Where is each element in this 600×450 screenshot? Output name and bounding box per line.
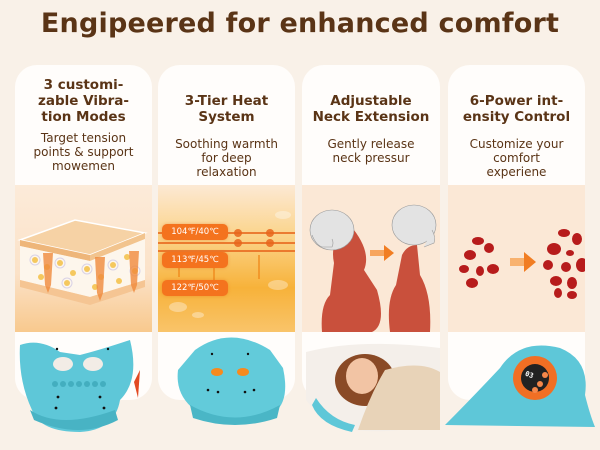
feature-card-heat: 3-Tier Heat System Soothing warmth for d… <box>158 65 295 400</box>
heated-tissue-illustration: 104℉/40℃ 113℉/45℃ 122℉/50℃ <box>158 185 295 332</box>
card-title: Adjustable Neck Extension <box>312 93 430 125</box>
card-header: 3 customi- zable Vibra- tion Modes Targe… <box>15 65 152 185</box>
skin-layers-vibration-illustration <box>15 185 152 332</box>
heat-level-2-label: 113℉/45℃ <box>162 252 228 268</box>
page-title: Engipeered for enhanced comfort <box>40 8 560 39</box>
feature-card-vibration: 3 customi- zable Vibra- tion Modes Targe… <box>15 65 152 400</box>
neck-pillow-front-view <box>15 332 152 400</box>
skin-layers-icon <box>17 219 148 305</box>
card-description: Target tension points & support mowemen <box>33 131 134 173</box>
card-title: 3-Tier Heat System <box>184 93 269 125</box>
feature-card-neck-extension: Adjustable Neck Extension Gently release… <box>302 65 440 400</box>
feature-card-intensity: 6-Power int- ensity Control Customize yo… <box>448 65 585 400</box>
card-header: 3-Tier Heat System Soothing warmth for d… <box>158 65 295 185</box>
neck-posture-before-after-illustration <box>302 185 440 332</box>
card-header: Adjustable Neck Extension Gently release… <box>302 65 440 185</box>
card-description: Customize your comfort experiene <box>469 137 564 179</box>
heat-level-3-label: 122℉/50℃ <box>162 280 228 296</box>
arrow-right-icon <box>370 245 394 261</box>
neck-posture-icon <box>309 204 437 332</box>
blood-cells-circulation-illustration <box>448 185 585 332</box>
card-header: 6-Power int- ensity Control Customize yo… <box>448 65 585 185</box>
card-description: Gently release neck pressur <box>327 137 415 165</box>
card-title: 3 customi- zable Vibra- tion Modes <box>38 77 129 125</box>
card-description: Soothing warmth for deep relaxation <box>175 137 278 179</box>
arrow-right-icon <box>510 252 536 272</box>
neck-pillow-side-control-panel <box>448 332 585 400</box>
blood-cells-icon <box>459 229 585 299</box>
woman-resting-on-pillow-photo <box>302 332 440 400</box>
heat-level-1-label: 104℉/40℃ <box>162 224 228 240</box>
neck-pillow-heated-top-view <box>158 332 295 400</box>
card-title: 6-Power int- ensity Control <box>462 93 571 125</box>
